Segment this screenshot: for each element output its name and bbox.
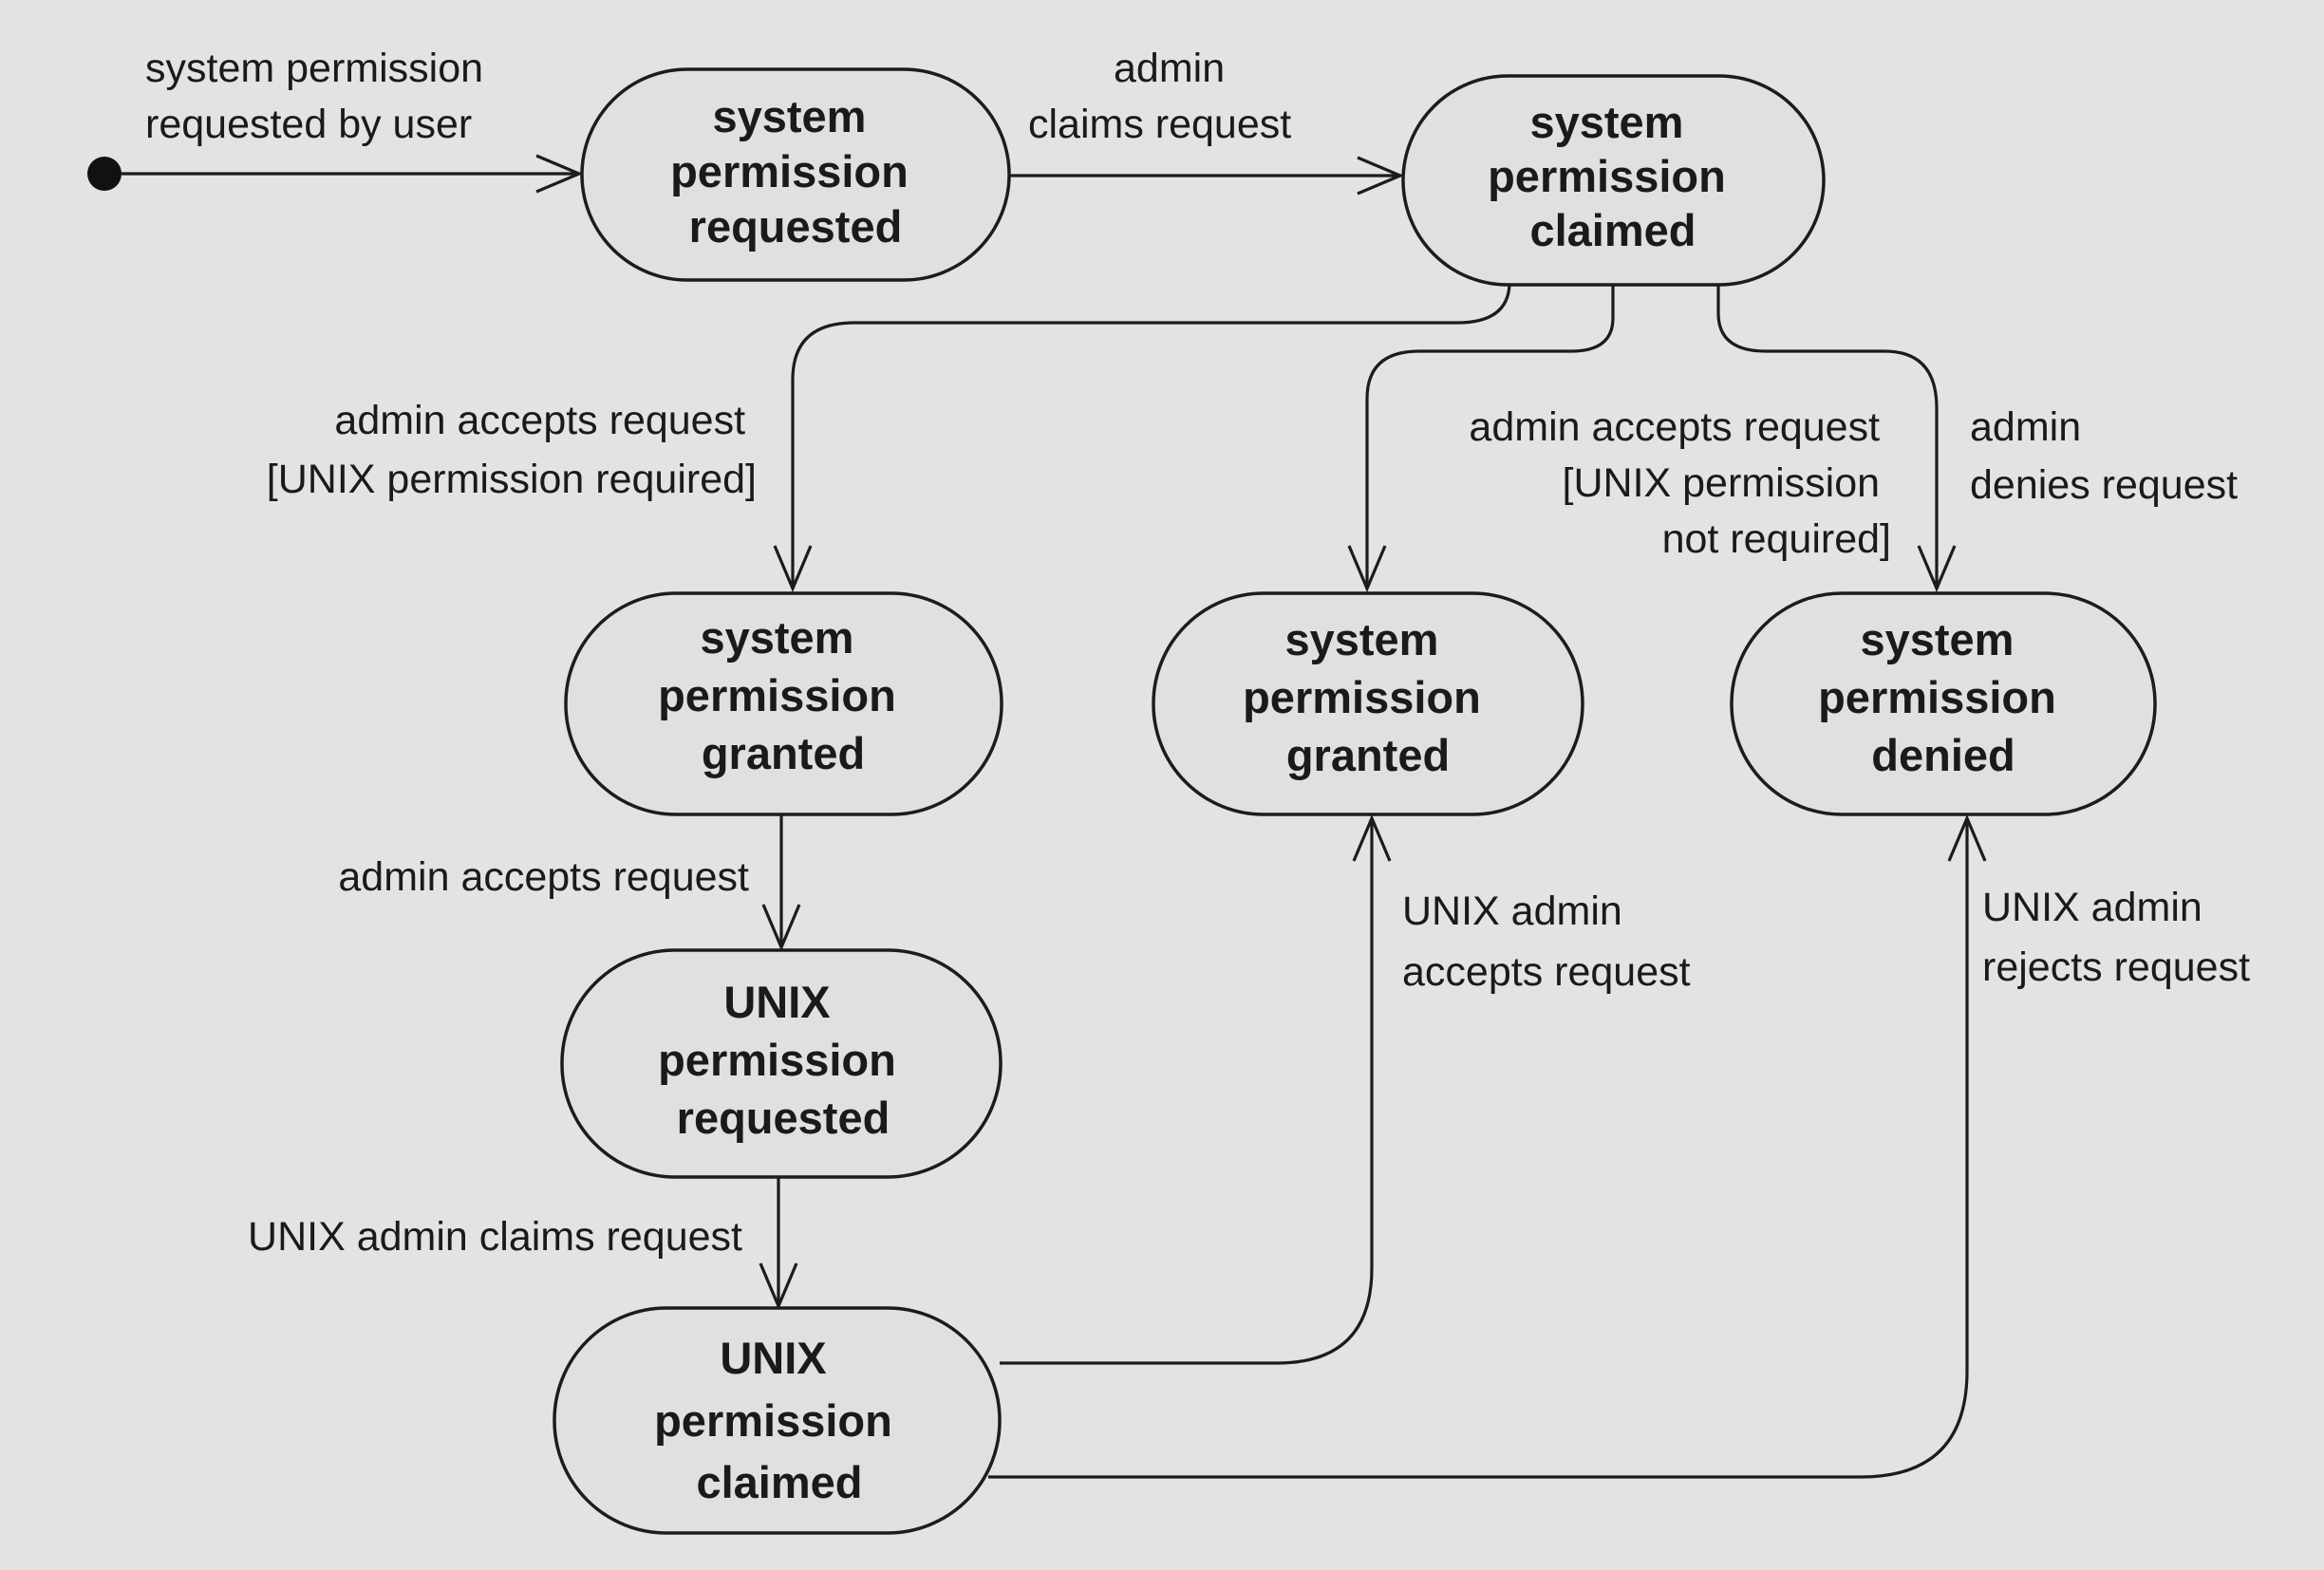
svg-text:UNIX permission cl: UNIX permission claimed <box>654 1333 905 1507</box>
svg-text:system permission: system permission claimed <box>1488 97 1738 255</box>
state-unix-permission-claimed: UNIX permission claimed <box>553 1306 1002 1535</box>
label-accept-unix-not-required: admin accepts request [UNIX permission n… <box>1469 404 1891 562</box>
label-admin-claims-request: admin claims request <box>1028 46 1291 147</box>
label-admin-accepts-request: admin accepts request <box>338 854 749 900</box>
arrowhead <box>1347 545 1387 593</box>
label-initial-transition: system permission requested by user <box>145 46 495 147</box>
arrowhead <box>1357 156 1405 196</box>
state-system-permission-requested: system permission requested <box>580 67 1011 282</box>
svg-text:system permission: system permission granted <box>658 612 909 778</box>
svg-text:UNIX permission re: UNIX permission requested <box>658 977 909 1143</box>
label-unix-admin-claims-request: UNIX admin claims request <box>248 1214 742 1260</box>
label-unix-admin-accepts-request: UNIX admin accepts request <box>1402 888 1691 995</box>
svg-text:system permission: system permission requested <box>670 91 921 252</box>
svg-text:system permission: system permission granted <box>1243 614 1493 780</box>
state-system-permission-denied: system permission denied <box>1730 591 2157 816</box>
edge-unix-claimed-to-denied <box>988 818 1969 1479</box>
state-system-permission-granted: system permission granted <box>1152 591 1584 816</box>
state-unix-permission-requested: UNIX permission requested <box>560 948 1003 1179</box>
label-unix-admin-rejects-request: UNIX admin rejects request <box>1982 885 2250 990</box>
edge-claimed-to-granted <box>1365 285 1615 589</box>
svg-text:system permission: system permission denied <box>1818 614 2069 780</box>
label-accept-unix-required: admin accepts request [UNIX permission r… <box>267 398 757 502</box>
arrowhead <box>1352 813 1392 862</box>
initial-state-dot <box>87 157 122 191</box>
edge-claimed-to-granted-unix <box>791 284 1511 589</box>
state-system-permission-claimed: system permission claimed <box>1401 74 1826 287</box>
arrowhead <box>759 1262 798 1311</box>
arrowhead <box>761 904 801 952</box>
arrowhead <box>1917 545 1957 593</box>
state-system-permission-granted-unix: system permission granted <box>564 591 1003 816</box>
arrowhead <box>773 545 813 593</box>
edge-claimed-to-denied <box>1716 285 1939 589</box>
edge-unix-claimed-to-granted <box>1000 818 1374 1365</box>
arrowhead <box>535 154 584 194</box>
label-admin-denies-request: admin denies request <box>1970 404 2238 508</box>
arrowhead <box>1947 813 1987 862</box>
